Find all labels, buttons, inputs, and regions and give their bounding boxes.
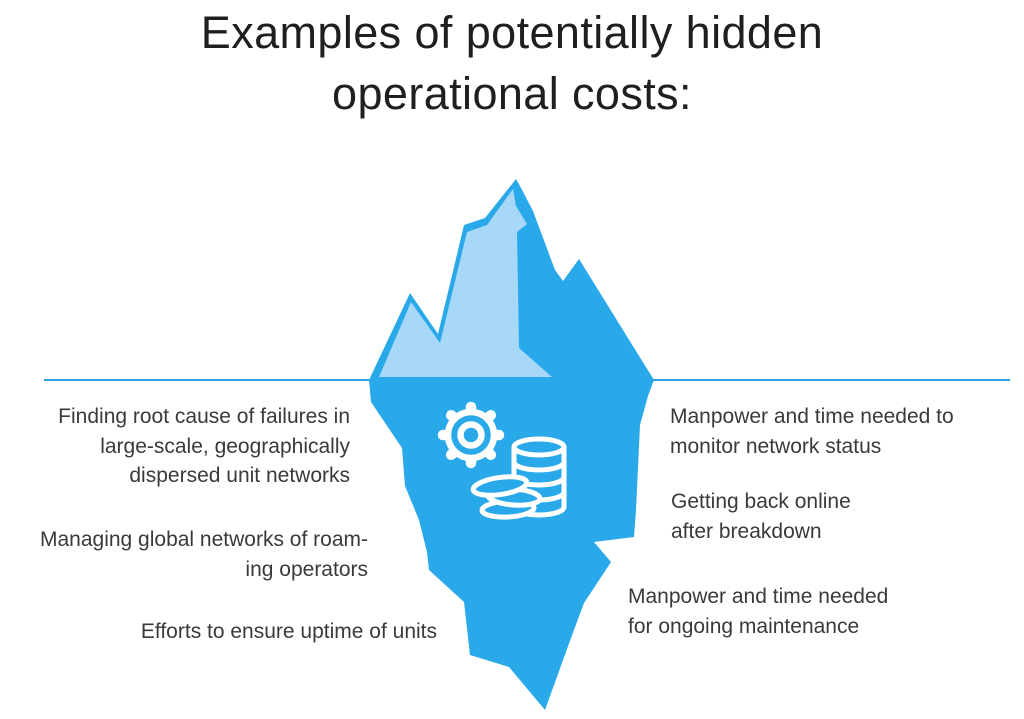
hidden-cost-ongoing-maintenance: Manpower and time needed for ongoing mai… <box>628 585 889 638</box>
iceberg-below-water <box>369 380 654 710</box>
hidden-cost-root-cause: Finding root cause of failures in large-… <box>58 405 350 487</box>
coin-stack-icon <box>470 436 567 520</box>
hidden-cost-roaming-operators: Managing global networks of roam- ing op… <box>39 528 368 581</box>
iceberg-highlight <box>379 189 552 377</box>
hidden-cost-monitor-network: Manpower and time needed to monitor netw… <box>670 405 954 458</box>
hidden-cost-uptime-efforts: Efforts to ensure uptime of units <box>140 620 437 643</box>
hidden-cost-back-online: Getting back online after breakdown <box>671 490 851 543</box>
page-title: Examples of potentially hidden operation… <box>200 7 824 119</box>
gear-icon <box>437 401 505 469</box>
